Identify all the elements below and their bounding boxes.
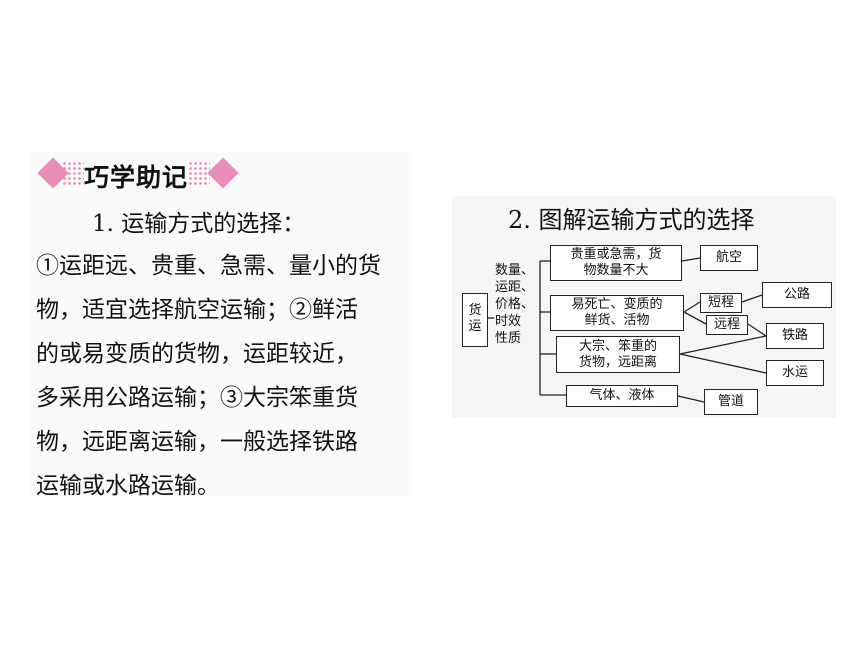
text-line: ①运距远、贵重、急需、量小的货 xyxy=(36,253,381,279)
distance-long-box: 远程 xyxy=(706,315,748,335)
mode-rail-box: 铁路 xyxy=(766,323,824,349)
cargo-text: 贵重或急需，货 xyxy=(570,247,662,262)
memory-tip-panel xyxy=(30,152,412,496)
distance-text: 远程 xyxy=(713,317,740,332)
root-freight-box: 货 运 xyxy=(462,293,488,347)
connector-line xyxy=(677,395,705,403)
connector-line xyxy=(683,301,701,313)
text-line: 运输或水路运输。 xyxy=(36,473,220,499)
diagram-title: 2. 图解运输方式的选择 xyxy=(508,206,755,234)
cargo-box-gas-liquid: 气体、液体 xyxy=(566,385,678,407)
mode-text: 水运 xyxy=(781,365,808,380)
connector-line xyxy=(683,311,707,325)
factor-item: 价格、 xyxy=(495,297,535,312)
factor-item: 性质 xyxy=(495,331,522,346)
cargo-text: 易死亡、变质的 xyxy=(571,297,663,312)
body-text: ①运距远、贵重、急需、量小的货 物，适宜选择航空运输；②鲜活 的或易变质的货物，… xyxy=(36,244,412,508)
connector-line xyxy=(679,353,767,374)
text-line: 物，适宜选择航空运输；②鲜活 xyxy=(36,297,358,323)
connector-line xyxy=(741,294,763,303)
cargo-text: 鲜货、活物 xyxy=(584,313,650,328)
mode-text: 管道 xyxy=(717,394,744,409)
factor-item: 时效 xyxy=(495,314,522,329)
cargo-text: 气体、液体 xyxy=(589,388,655,403)
mode-text: 航空 xyxy=(715,250,742,265)
text-line: 多采用公路运输；③大宗笨重货 xyxy=(36,385,358,411)
tip-badge: 巧学助记 xyxy=(37,157,239,192)
mode-road-box: 公路 xyxy=(762,282,832,308)
distance-text: 短程 xyxy=(707,295,734,310)
root-char: 运 xyxy=(468,319,482,334)
cargo-text: 大宗、笨重的 xyxy=(578,339,657,354)
mode-pipeline-box: 管道 xyxy=(704,389,758,415)
section-heading: 1. 运输方式的选择： xyxy=(92,211,306,237)
cargo-text: 货物，远距离 xyxy=(578,355,657,370)
connector-line xyxy=(679,335,767,355)
mode-text: 公路 xyxy=(783,287,810,302)
cargo-box-urgent: 贵重或急需，货 物数量不大 xyxy=(550,245,682,281)
distance-short-box: 短程 xyxy=(700,293,742,313)
root-char: 货 xyxy=(468,303,482,318)
mode-text: 铁路 xyxy=(781,328,808,343)
mode-water-box: 水运 xyxy=(766,360,824,386)
text-line: 的或易变质的货物，运距较近， xyxy=(36,341,358,367)
connector-line xyxy=(681,257,701,262)
tip-title: 巧学助记 xyxy=(84,163,189,192)
mode-air-box: 航空 xyxy=(700,245,758,271)
cargo-text: 物数量不大 xyxy=(583,263,649,278)
factors-label: 数量、 运距、 价格、 时效 性质 xyxy=(495,262,534,347)
dot-pattern-icon xyxy=(188,161,210,187)
text-line: 物，远距离运输，一般选择铁路 xyxy=(36,429,358,455)
factor-item: 运距、 xyxy=(495,280,535,295)
connector-line xyxy=(747,323,767,337)
cargo-box-bulk: 大宗、笨重的 货物，远距离 xyxy=(556,336,680,373)
cargo-box-perishable: 易死亡、变质的 鲜货、活物 xyxy=(550,295,684,331)
dot-pattern-icon xyxy=(62,161,84,187)
factor-item: 数量、 xyxy=(495,263,535,278)
